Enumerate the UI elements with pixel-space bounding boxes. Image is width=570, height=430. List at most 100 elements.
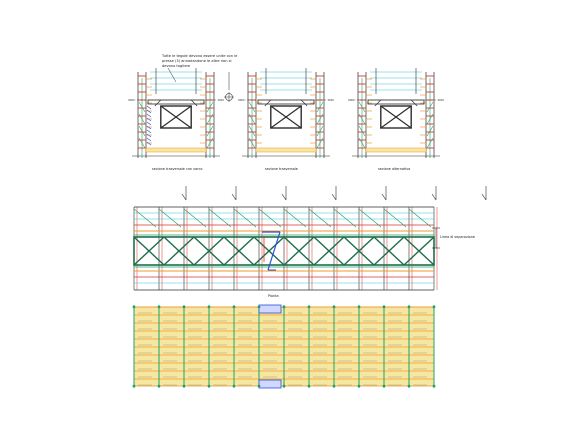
side-brace — [426, 137, 434, 149]
plan-node — [382, 305, 386, 309]
section-diagonal — [308, 208, 332, 228]
truss-box — [380, 105, 412, 129]
truss-x — [133, 236, 165, 266]
side-brace — [206, 125, 214, 137]
side-brace — [206, 101, 214, 113]
truss-x — [313, 236, 345, 266]
bracket — [300, 99, 308, 107]
section-arrow-head — [331, 193, 337, 201]
side-brace — [358, 113, 366, 125]
bracket — [154, 99, 162, 107]
plan-node — [357, 384, 361, 388]
plan-node — [307, 384, 311, 388]
stair-step — [146, 125, 152, 130]
truss-box — [270, 105, 302, 129]
side-brace — [206, 137, 214, 149]
plan-node — [207, 305, 211, 309]
side-brace — [248, 137, 256, 149]
truss-x — [403, 236, 435, 266]
truss-x — [163, 236, 195, 266]
plan-node — [132, 384, 136, 388]
plan-label: Pianta — [268, 294, 279, 298]
section-diagonal — [383, 208, 407, 228]
stair-step — [146, 121, 152, 126]
stair-step — [146, 109, 152, 114]
side-brace — [138, 137, 146, 149]
side-brace — [138, 101, 146, 113]
section-arrow-head — [381, 193, 387, 201]
side-brace — [206, 113, 214, 125]
truss-diagonal — [380, 105, 412, 129]
section-diagonal — [333, 208, 357, 228]
plan-node — [157, 384, 161, 388]
plan-node — [132, 305, 136, 309]
stair-step — [146, 133, 152, 138]
note-block: Tutte le tegole devono essere unite con … — [161, 54, 238, 83]
deck-beam — [367, 99, 425, 105]
elevation-2 — [238, 68, 334, 158]
plan-node — [407, 384, 411, 388]
truss-x — [253, 236, 285, 266]
section-arrow-head — [231, 193, 237, 201]
side-brace — [426, 113, 434, 125]
note-line-3: devono togliere — [162, 64, 191, 68]
truss-diagonal — [160, 105, 192, 129]
elevation-3 — [348, 68, 444, 158]
truss-x — [343, 236, 375, 266]
stair-step — [146, 117, 152, 122]
section-diagonal — [133, 208, 157, 228]
side-label: Linea di separazione — [440, 235, 475, 239]
base-deck — [145, 147, 207, 153]
side-brace — [248, 113, 256, 125]
note-leader — [167, 67, 177, 83]
plan-node — [432, 305, 436, 309]
side-brace — [138, 113, 146, 125]
stair-step — [146, 113, 152, 118]
side-brace — [138, 125, 146, 137]
truss-x — [283, 236, 315, 266]
elevation-label-2: sezione trasversale — [265, 167, 298, 171]
plan-node — [182, 384, 186, 388]
base-deck — [255, 147, 317, 153]
plan-node — [282, 384, 286, 388]
truss-x — [373, 236, 405, 266]
side-brace — [316, 113, 324, 125]
side-brace — [316, 101, 324, 113]
side-brace — [426, 101, 434, 113]
bracket — [410, 99, 418, 107]
elevation-1 — [128, 68, 224, 158]
bracket — [264, 99, 272, 107]
stair-step — [146, 141, 152, 146]
side-brace — [316, 137, 324, 149]
truss-x — [223, 236, 255, 266]
stair-step — [146, 137, 152, 142]
plan-node — [357, 305, 361, 309]
plan-node — [232, 305, 236, 309]
plan-module-bottom — [258, 379, 282, 389]
elevation-label-3: sezione alternativa — [378, 167, 410, 171]
base-deck — [365, 147, 427, 153]
section-diagonal — [283, 208, 307, 228]
bracket — [374, 99, 382, 107]
bracket — [190, 99, 198, 107]
section-diagonal — [258, 208, 282, 228]
plan-node — [332, 384, 336, 388]
plan-node — [182, 305, 186, 309]
section-arrow-head — [281, 193, 287, 201]
plan-node — [432, 384, 436, 388]
note-line-1: Tutte le tegole devono essere unite con … — [161, 54, 238, 58]
plan-module-top — [258, 304, 282, 314]
side-brace — [358, 101, 366, 113]
note-line-2: presse (3) annodandone le altre non si — [162, 59, 232, 63]
stair-flight — [267, 231, 281, 271]
section-arrow-head — [481, 193, 487, 201]
truss-box — [160, 105, 192, 129]
side-brace — [358, 125, 366, 137]
plan-view — [132, 304, 436, 389]
plan-node — [307, 305, 311, 309]
section-arrow-head — [431, 193, 437, 201]
side-brace — [248, 101, 256, 113]
truss-x — [193, 236, 225, 266]
